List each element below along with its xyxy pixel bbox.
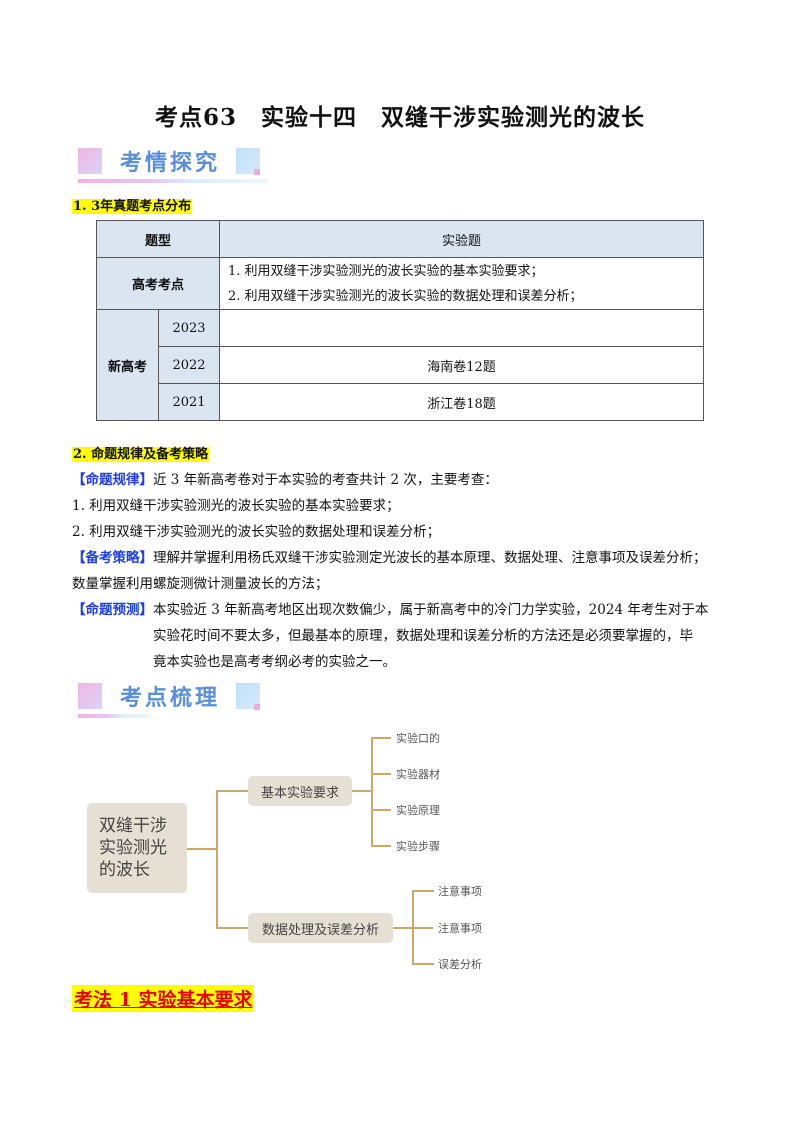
cell-year: 2022	[158, 346, 220, 384]
banner-text: 考点梳理	[120, 686, 221, 711]
predict-tag: 【命题预测】	[72, 602, 153, 618]
predict-line: 竟本实验也是高考考纲必考的实验之一。	[153, 654, 396, 670]
rule-tag: 【命题规律】	[72, 472, 153, 488]
predict-line: 本实验近 3 年新高考地区出现次数偏少，属于新高考中的冷门力学实验，2024 年…	[153, 602, 709, 618]
section-banner-exam-analysis: 考情探究	[78, 143, 268, 183]
cell-group-label: 新高考	[96, 309, 159, 421]
method-heading: 考法 1 实验基本要求	[72, 985, 255, 1012]
cell-year: 2023	[158, 309, 220, 347]
mindmap-leaf: 实验口的	[396, 732, 440, 745]
section-banner-knowledge-map: 考点梳理	[78, 678, 268, 718]
cell-points-label: 高考考点	[96, 257, 220, 310]
mindmap-leaf: 实验器材	[396, 768, 440, 781]
cell-year: 2021	[158, 383, 220, 421]
mindmap-leaf: 注意事项	[438, 922, 482, 935]
cell-type-value: 实验题	[219, 220, 704, 258]
banner-text: 考情探究	[120, 151, 221, 176]
mindmap-leaf: 误差分析	[438, 958, 482, 971]
strategy-paragraphs: 【命题规律】近 3 年新高考卷对于本实验的考查共计 2 次，主要考查： 1. 利…	[72, 467, 732, 675]
page-title: 考点63 实验十四 双缝干涉实验测光的波长	[154, 104, 645, 131]
point-item: 1. 利用双缝干涉实验测光的波长实验的基本实验要求；	[228, 263, 544, 279]
mindmap-root: 双缝干涉实验测光的波长	[87, 803, 187, 893]
strategy-tag: 【备考策略】	[72, 550, 153, 566]
rule-item: 1. 利用双缝干涉实验测光的波长实验的基本实验要求；	[72, 498, 400, 514]
cell-year-value	[219, 309, 704, 347]
mindmap-branch: 基本实验要求	[248, 776, 352, 806]
predict-line: 实验花时间不要太多，但最基本的原理，数据处理和误差分析的方法还是必须要掌握的，毕	[153, 628, 693, 644]
mindmap-leaf: 实验步骤	[396, 840, 440, 853]
subheading-distribution: 1. 3年真题考点分布	[72, 199, 193, 214]
mindmap-leaf: 实验原理	[396, 804, 440, 817]
cell-year-value: 海南卷12题	[219, 346, 704, 384]
rule-item: 2. 利用双缝干涉实验测光的波长实验的数据处理和误差分析；	[72, 524, 441, 540]
strategy-text: 理解并掌握利用杨氏双缝干涉实验测定光波长的基本原理、数据处理、注意事项及误差分析…	[153, 550, 707, 566]
strategy-text: 数量掌握利用螺旋测微计测量波长的方法；	[72, 576, 329, 592]
mindmap-leaf: 注意事项	[438, 885, 482, 898]
point-item: 2. 利用双缝干涉实验测光的波长实验的数据处理和误差分析；	[228, 288, 583, 304]
mindmap-branch: 数据处理及误差分析	[248, 913, 393, 943]
rule-text: 近 3 年新高考卷对于本实验的考查共计 2 次，主要考查：	[153, 472, 498, 488]
subheading-strategy: 2. 命题规律及备考策略	[72, 447, 210, 462]
cell-points: 1. 利用双缝干涉实验测光的波长实验的基本实验要求； 2. 利用双缝干涉实验测光…	[219, 257, 704, 310]
cell-year-value: 浙江卷18题	[219, 383, 704, 421]
exam-distribution-table: 题型 实验题 高考考点 1. 利用双缝干涉实验测光的波长实验的基本实验要求； 2…	[96, 220, 704, 421]
cell-type-label: 题型	[96, 220, 220, 258]
